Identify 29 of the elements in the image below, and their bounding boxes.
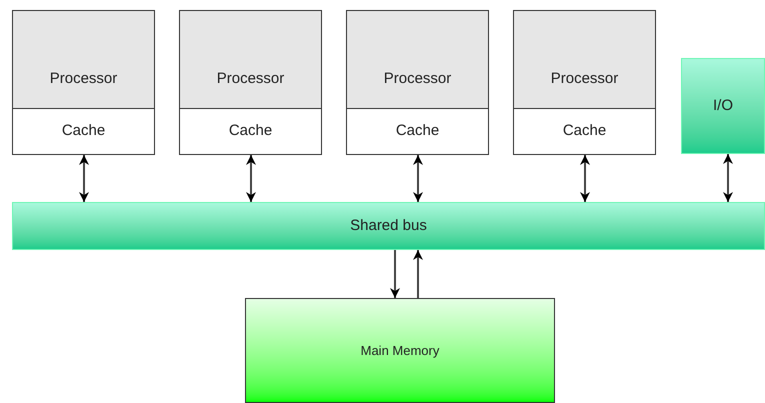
processor-box (346, 10, 489, 109)
arrow (79, 155, 89, 202)
node-label: Main Memory (360, 342, 440, 360)
arrow (390, 250, 400, 298)
node-label: I/O (712, 96, 733, 116)
node-label: Processor (50, 69, 118, 90)
node-label: Cache (396, 121, 440, 142)
node-label: Processor (550, 69, 618, 90)
arrow (723, 154, 733, 202)
cache-box (12, 108, 155, 155)
bus-bar (12, 202, 765, 250)
processor-box (12, 10, 155, 109)
arrow (413, 250, 423, 298)
arrow (246, 155, 256, 202)
node-label: Cache (228, 121, 272, 142)
processor-box (179, 10, 322, 109)
node-label: Cache (62, 121, 106, 142)
node-label: Cache (562, 121, 606, 142)
arrow (413, 155, 423, 202)
cache-box (179, 108, 322, 155)
arrow (580, 155, 590, 202)
node-label: Processor (216, 69, 284, 90)
cache-box (346, 108, 489, 155)
node-label: Shared bus (350, 216, 427, 236)
node-label: Processor (384, 69, 452, 90)
memory-box (245, 298, 555, 403)
io-box (681, 58, 765, 154)
cache-box (513, 108, 656, 155)
processor-box (513, 10, 656, 109)
